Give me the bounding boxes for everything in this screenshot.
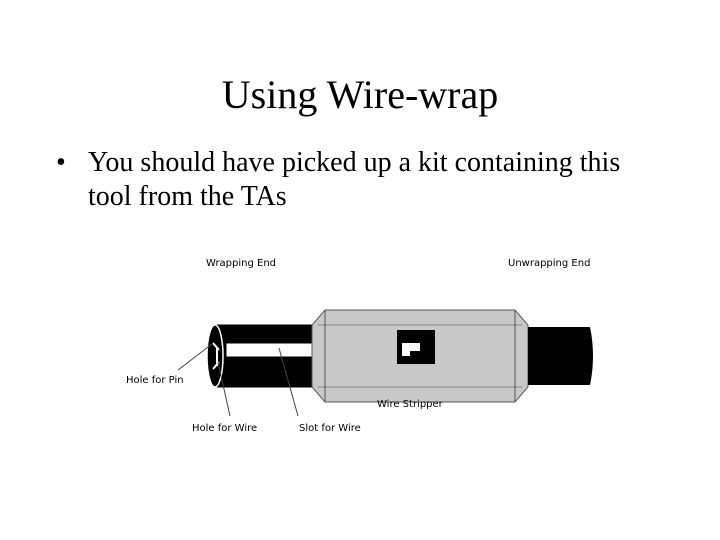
bullet-glyph: • (56, 147, 66, 178)
leader-slot-for-wire (278, 347, 299, 417)
wire-stripper-notch (402, 343, 420, 356)
label-hole-for-wire: Hole for Wire (192, 423, 257, 434)
wire-slot (225, 342, 321, 358)
label-wrapping-end: Wrapping End (206, 258, 276, 269)
hole-for-pin-end (206, 324, 224, 388)
label-hole-for-pin: Hole for Pin (126, 375, 184, 386)
label-unwrapping-end: Unwrapping End (508, 258, 590, 269)
leader-hole-for-wire (217, 361, 231, 417)
unwrapping-end-cap (528, 327, 593, 385)
label-wire-stripper: Wire Stripper (377, 399, 444, 410)
bullet-text: You should have picked up a kit containi… (88, 147, 621, 212)
slide-title: Using Wire-wrap (221, 72, 499, 117)
label-slot-for-wire: Slot for Wire (299, 423, 361, 434)
leader-hole-for-pin (177, 343, 213, 371)
